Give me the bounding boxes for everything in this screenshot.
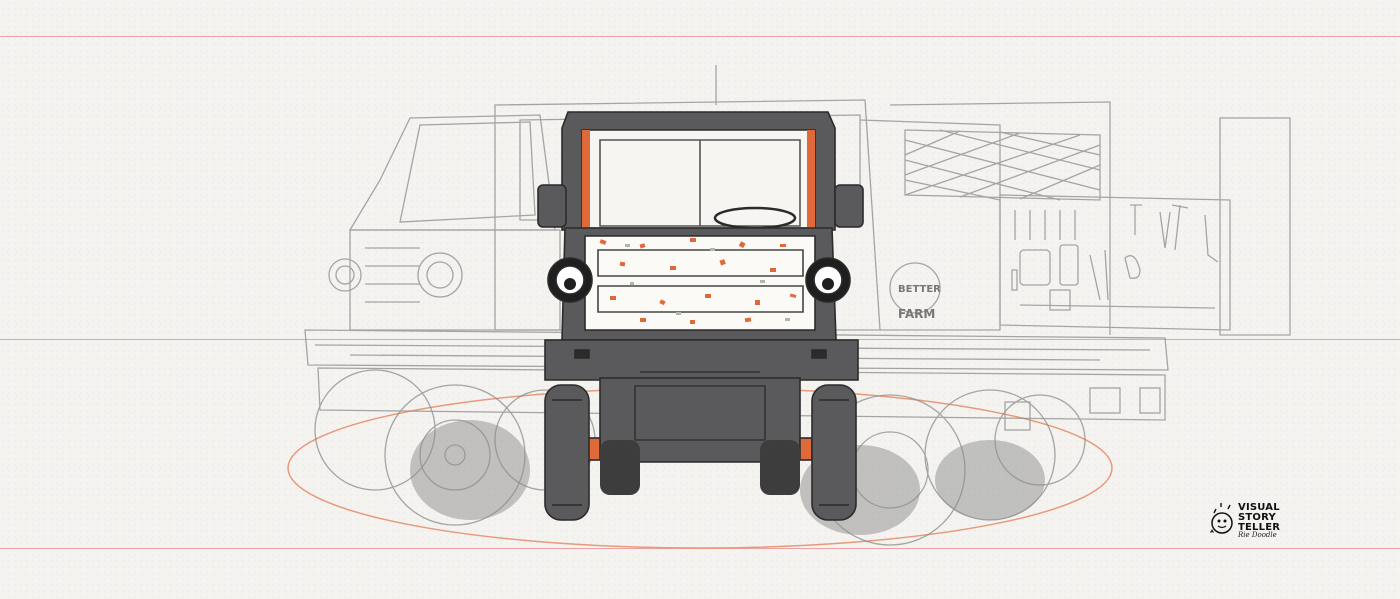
logo-line-3: TELLER: [1238, 522, 1281, 533]
logo-line-2: STORY: [1238, 512, 1276, 523]
front-bumper: [544, 339, 859, 381]
mascot-face-icon: [1210, 503, 1233, 534]
wheel-right: [811, 384, 857, 521]
visual-story-teller-logo: VISUAL STORY TELLER Rie Doodle: [1208, 497, 1308, 547]
side-panel-text-2: FARM: [898, 307, 935, 321]
front-vehicle: [537, 111, 864, 521]
logo-signature: Rie Doodle: [1238, 531, 1277, 539]
logo-line-1: VISUAL: [1238, 502, 1280, 513]
ghost-cab-front: [348, 114, 556, 231]
side-panel-text-1: BETTER: [898, 284, 941, 295]
grille-panel: [584, 235, 816, 331]
wheel-left: [544, 384, 590, 521]
wheel-shadows: [410, 420, 1045, 535]
guide-line-top: [0, 36, 1400, 37]
